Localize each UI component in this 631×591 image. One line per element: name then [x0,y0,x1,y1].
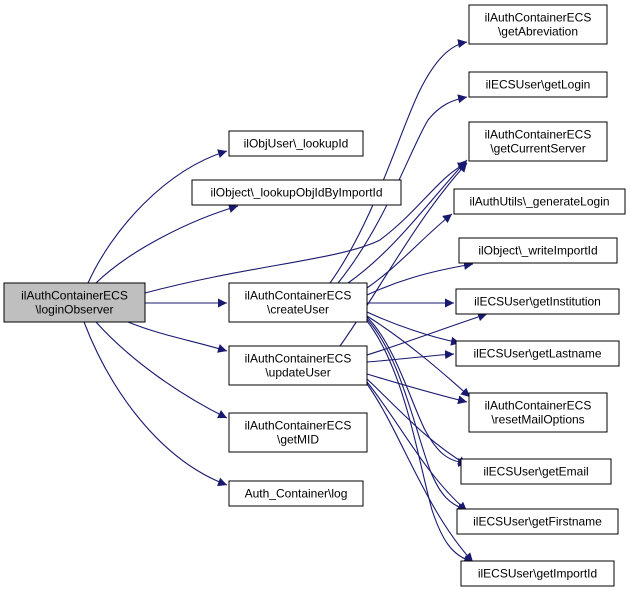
edge-root-to-lookupId [87,149,228,284]
nodes-layer: ilAuthContainerECS\loginObserverilObjUse… [3,4,626,587]
node-box [460,560,615,587]
edge-updateUser-to-getLastname [366,350,455,363]
edge-createUser-to-getFirstname [366,318,468,512]
node-label: ilAuthContainerECS [485,11,592,25]
edge-createUser-to-getCurrentServer [347,159,468,284]
node-getLogin[interactable]: ilECSUser\getLogin [468,71,608,98]
edge-root-to-updateUser [127,321,228,353]
node-getFirstname[interactable]: ilECSUser\getFirstname [456,508,619,535]
node-box [453,188,626,215]
node-label: \getAbreviation [498,25,578,39]
node-label: \createUser [267,303,329,317]
edge-createUser-to-generateLogin [366,213,453,289]
node-label: \getCurrentServer [490,142,585,156]
edge-createUser-to-getAbreviation [329,39,468,284]
edge-root-to-lookupObjIdByImportId [95,204,239,284]
node-box [455,288,620,315]
edge-createUser-to-resetMailOptions [366,315,471,398]
node-box [228,130,364,157]
node-box [468,71,608,98]
edge-updateUser-to-getImportId [366,383,474,563]
node-getMID[interactable]: ilAuthContainerECS\getMID [228,412,368,453]
node-label: ilECSUser\getEmail [483,465,588,479]
node-box [228,345,368,386]
node-lookupId[interactable]: ilObjUser\_lookupId [228,130,364,157]
node-generateLogin[interactable]: ilAuthUtils\_generateLogin [453,188,626,215]
node-label: ilAuthContainerECS [21,289,128,303]
edge-updateUser-to-getFirstname [366,381,468,512]
edge-createUser-to-getImportId [366,320,474,564]
node-label: ilECSUser\getLogin [486,78,591,92]
edge-createUser-to-getLogin [337,94,468,284]
node-lookupObjIdByImportId[interactable]: ilObject\_lookupObjIdByImportId [191,179,402,206]
node-resetMailOptions[interactable]: ilAuthContainerECS\resetMailOptions [468,392,608,433]
edge-updateUser-to-getCurrentServer [339,162,468,347]
node-box [460,458,612,485]
node-label: \getMID [277,433,319,447]
node-label: Auth_Container\log [245,487,348,501]
edge-root-to-getCurrentServer [144,162,468,294]
node-box [228,480,364,507]
node-box [191,179,402,206]
node-box [456,508,619,535]
node-label: ilAuthContainerECS [245,289,352,303]
node-label: ilAuthContainerECS [245,352,352,366]
node-label: ilAuthUtils\_generateLogin [469,195,609,209]
node-createUser[interactable]: ilAuthContainerECS\createUser [228,282,368,323]
node-box [228,412,368,453]
node-getInstitution[interactable]: ilECSUser\getInstitution [455,288,620,315]
node-label: ilObject\_lookupObjIdByImportId [210,186,382,200]
node-label: ilECSUser\getLastname [473,347,601,361]
node-label: ilObjUser\_lookupId [244,137,349,151]
node-label: ilECSUser\getInstitution [474,295,601,309]
node-log[interactable]: Auth_Container\log [228,480,364,507]
node-box [468,4,608,45]
edge-createUser-to-getEmail [366,316,468,468]
node-label: \resetMailOptions [491,413,584,427]
edge-root-to-log [83,321,228,487]
node-label: ilECSUser\getImportId [478,567,597,581]
edge-updateUser-to-resetMailOptions [366,373,468,405]
node-box [468,121,608,162]
node-getCurrentServer[interactable]: ilAuthContainerECS\getCurrentServer [468,121,608,162]
edge-updateUser-to-getInstitution [366,312,488,356]
node-label: ilECSUser\getFirstname [473,515,602,529]
node-getEmail[interactable]: ilECSUser\getEmail [460,458,612,485]
node-label: ilAuthContainerECS [485,399,592,413]
node-label: ilObject\_writeImportId [478,244,597,258]
node-label: ilAuthContainerECS [485,128,592,142]
node-getAbreviation[interactable]: ilAuthContainerECS\getAbreviation [468,4,608,45]
edge-root-to-getMID [95,321,228,419]
node-box [3,282,146,323]
node-box [468,392,608,433]
node-label: ilAuthContainerECS [245,419,352,433]
edges-layer [83,39,488,564]
node-box [228,282,368,323]
node-writeImportId[interactable]: ilObject\_writeImportId [458,237,618,264]
node-getImportId[interactable]: ilECSUser\getImportId [460,560,615,587]
node-box [458,237,618,264]
edge-updateUser-to-getEmail [366,378,468,466]
node-box [455,340,620,367]
node-updateUser[interactable]: ilAuthContainerECS\updateUser [228,345,368,386]
node-root[interactable]: ilAuthContainerECS\loginObserver [3,282,146,323]
node-label: \updateUser [265,366,330,380]
node-getLastname[interactable]: ilECSUser\getLastname [455,340,620,367]
node-label: \loginObserver [35,303,113,317]
edge-createUser-to-getLastname [366,311,461,346]
